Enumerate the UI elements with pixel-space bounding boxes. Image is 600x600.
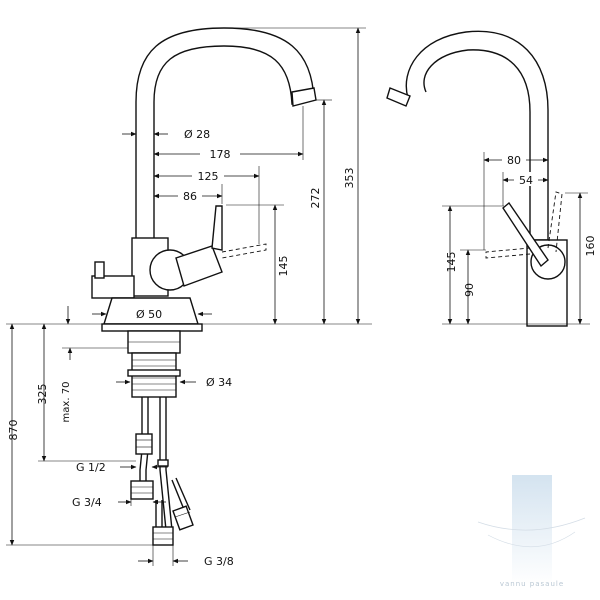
hose-clip [157, 459, 169, 467]
watermark-text: vannu pasaule [500, 580, 564, 588]
base-plate-flange [101, 323, 203, 332]
front-dimensions: Ø 28 178 125 86 145 272 353 [6, 27, 372, 568]
dim-325: 325 [36, 384, 49, 405]
dim-side-145: 145 [445, 252, 458, 273]
side-view [386, 30, 568, 327]
side-lever [502, 201, 549, 268]
dim-125: 125 [198, 170, 219, 183]
valve-knob-cap [94, 261, 105, 279]
dim-dia-34: Ø 34 [206, 376, 232, 389]
side-spout-tip [386, 87, 411, 107]
side-lever-alt [547, 191, 563, 253]
dim-side-160: 160 [584, 236, 597, 257]
threaded-shank [127, 352, 181, 398]
dim-g38: G 3/8 [204, 555, 234, 568]
valve-knob [91, 275, 135, 299]
dim-side-54: 54 [519, 174, 533, 187]
lever-housing [175, 245, 223, 287]
watermark: vannu pasaule [477, 475, 586, 588]
supply-hoses [139, 397, 191, 531]
fitting-g38 [152, 526, 174, 546]
side-dimensions: 80 54 160 145 90 [442, 152, 597, 325]
dim-max-70: max. 70 [61, 382, 72, 423]
dim-272: 272 [309, 188, 322, 209]
side-spout [405, 30, 549, 241]
dim-dia-50: Ø 50 [136, 308, 162, 321]
watermark-swoosh [477, 517, 586, 531]
spout-outer [135, 27, 315, 238]
lever-alt-position [221, 243, 267, 259]
spout-tip [291, 87, 317, 107]
dim-side-80: 80 [507, 154, 521, 167]
dim-353: 353 [343, 168, 356, 189]
dim-870: 870 [7, 420, 20, 441]
front-view [91, 27, 317, 546]
dim-g12: G 1/2 [76, 461, 106, 474]
lever-handle [211, 205, 223, 251]
dim-g34: G 3/4 [72, 496, 102, 509]
dim-145: 145 [277, 256, 290, 277]
dim-86: 86 [183, 190, 197, 203]
fitting-side [172, 505, 194, 531]
dim-178: 178 [210, 148, 231, 161]
dim-dia-28: Ø 28 [184, 128, 210, 141]
side-lever-alt-2 [485, 247, 531, 259]
dim-side-90: 90 [463, 283, 476, 297]
fitting-g34 [130, 480, 154, 500]
watermark-swoosh-2 [487, 531, 576, 548]
fitting-g12 [135, 433, 153, 455]
